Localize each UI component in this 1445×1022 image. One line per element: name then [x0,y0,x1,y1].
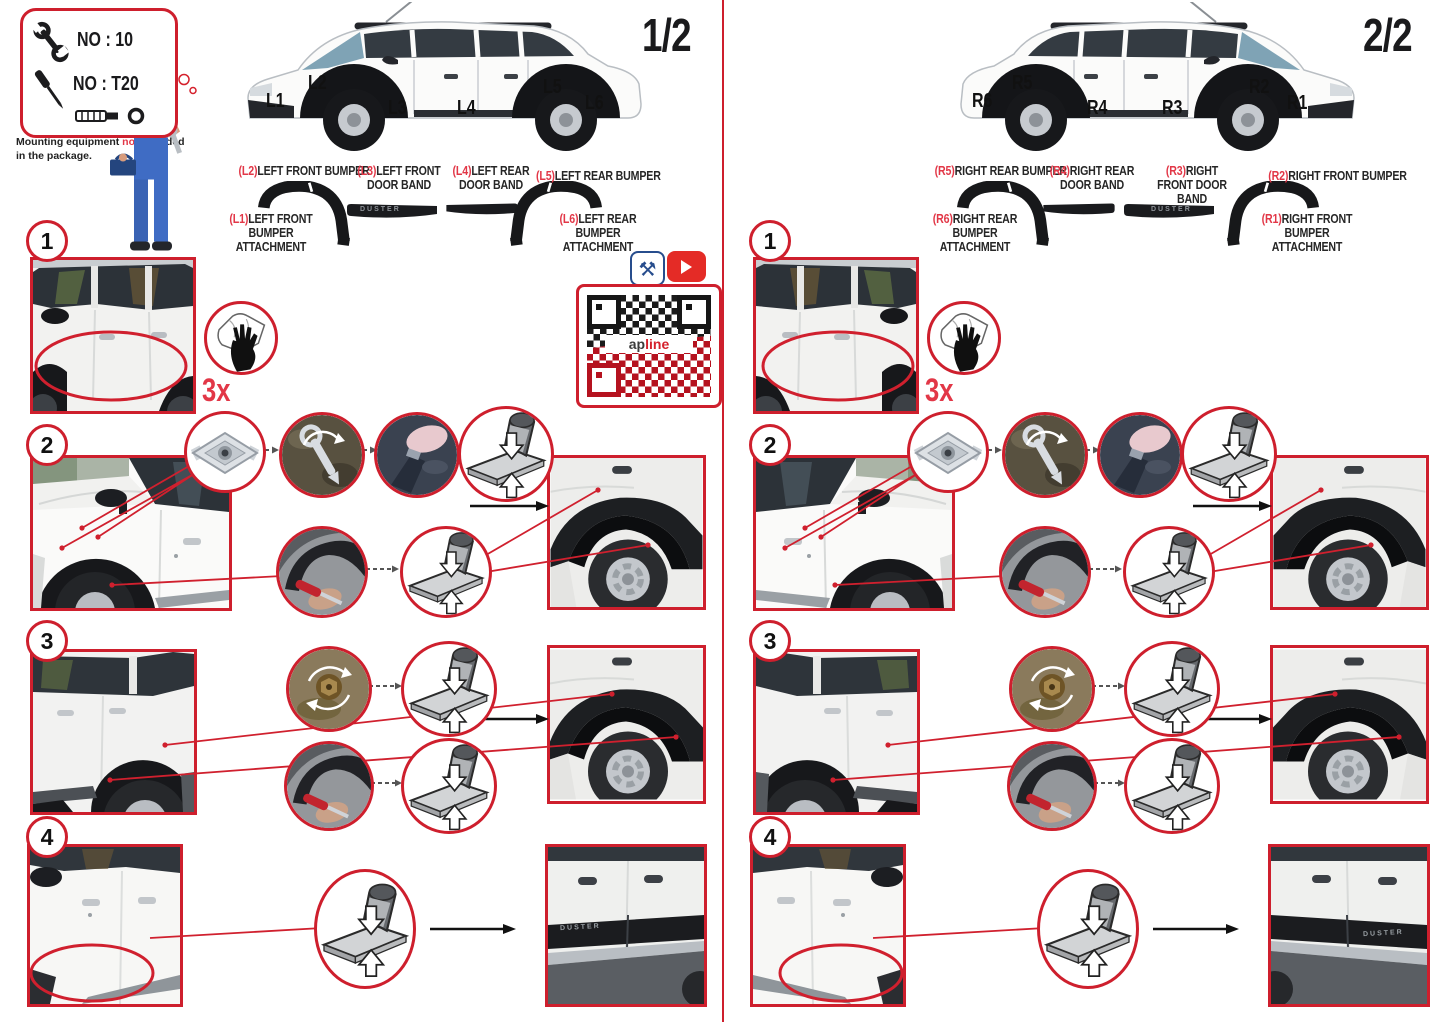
part-label-r6: (R6)RIGHT REAR BUMPER ATTACHMENT [932,212,1018,254]
tool-size-10-label: NO : 10 [77,29,134,51]
step-2-badge: 2 [26,424,68,466]
part-label-r5: (R5)RIGHT REAR BUMPER [934,164,1068,178]
qr-finder [587,295,621,329]
repeat-count-label: 3x [925,372,954,408]
car-zone-label: L5 [543,76,562,98]
part-label-l4: (L4)LEFT REAR DOOR BAND [452,164,530,192]
part-label-l6: (L6)LEFT REAR BUMPER ATTACHMENT [559,212,637,254]
step-3-badge: 3 [26,620,68,662]
band-brand-text: DUSTER [1151,206,1192,213]
tape-peel-inset [314,869,416,989]
torx-bit-icon [73,107,153,125]
step-3-photo [30,649,197,815]
step-1-badge: 1 [26,220,68,262]
wrench-icon [31,19,71,65]
page-divider [722,0,724,1022]
car-zone-label: R5 [1012,72,1033,94]
part-label-l3: (L3)LEFT FRONT DOOR BAND [357,164,441,192]
wrench-turn-inset [279,412,365,498]
step-2-result-photo [547,455,706,610]
page-number: 1/2 [642,9,692,61]
car-zone-label: R3 [1162,97,1183,119]
page-2: R6 R5 R4 R3 R2 R1 2/2 (R5)RIGHT REAR BUM… [723,0,1445,1022]
tape-peel-inset [1124,641,1220,737]
flare-screwdriver-inset [1007,741,1097,831]
step-1-photo [753,257,919,414]
car-zone-label: L4 [457,97,476,119]
required-tools-box: NO : 10 NO : T20 [20,8,178,138]
workshop-icon: ⚒ [630,251,665,286]
car-side-illustration [236,2,648,162]
step-3-photo [753,649,920,815]
step-3-result-photo [1270,645,1429,804]
metal-clip-inset [907,411,989,493]
step-3-result-photo [547,645,706,804]
tape-peel-inset [1123,526,1215,618]
band-brand-text: DUSTER [360,206,401,213]
car-zone-label: R2 [1249,76,1270,98]
tape-peel-inset [400,526,492,618]
car-zone-label: R6 [972,90,993,112]
tape-peel-inset [401,738,497,834]
part-label-r3: (R3)RIGHT FRONT DOOR BAND [1157,164,1227,206]
step-2-badge: 2 [749,424,791,466]
tape-peel-inset [1124,738,1220,834]
clean-surface-icon [927,301,1001,375]
car-zone-label: R4 [1087,97,1108,119]
repeat-count-label: 3x [202,372,231,408]
part-label-l5: (L5)LEFT REAR BUMPER [535,169,661,183]
step-4-badge: 4 [749,816,791,858]
step-4-result-photo [1268,844,1430,1007]
clip-rotate-inset [1009,646,1095,732]
step-2-result-photo [1270,455,1429,610]
flare-screwdriver-inset [999,526,1091,618]
car-zone-label: L3 [388,97,407,119]
tape-peel-inset [458,406,554,502]
tool-size-t20-label: NO : T20 [73,73,139,95]
step-1-badge: 1 [749,220,791,262]
flare-screwdriver-inset [284,741,374,831]
metal-clip-inset [184,411,266,493]
part-label-r1: (R1)RIGHT FRONT BUMPER ATTACHMENT [1261,212,1353,254]
screwdriver-icon [29,65,71,115]
car-zone-label: L1 [266,90,285,112]
step-4-photo [27,844,183,1007]
qr-finder [587,363,621,397]
step-3-badge: 3 [749,620,791,662]
part-label-r2: (R2)RIGHT FRONT BUMPER [1267,169,1407,183]
clean-surface-icon [204,301,278,375]
page-1: NO : 10 NO : T20 Mounting equipment not … [0,0,722,1022]
part-label-l2: (L2)LEFT FRONT BUMPER [238,164,370,178]
rear-door-band-image [444,198,520,220]
page-number: 2/2 [1363,9,1413,61]
car-right-side-figure: R6 R5 R4 R3 R2 R1 [954,2,1366,162]
play-icon [681,259,692,274]
step-4-photo [750,844,906,1007]
tape-peel-inset [1037,869,1139,989]
degrease-inset [1097,412,1183,498]
car-zone-label: L6 [585,92,604,114]
tape-peel-inset [401,641,497,737]
degrease-inset [374,412,460,498]
car-left-side-figure: L1 L2 L3 L4 L5 L6 [236,2,648,162]
car-zone-label: R1 [1287,92,1308,114]
step-4-badge: 4 [26,816,68,858]
clip-rotate-inset [286,646,372,732]
car-zone-label: L2 [308,72,327,94]
step-1-photo [30,257,196,414]
qr-finder [677,295,711,329]
part-label-l1: (L1)LEFT FRONT BUMPER ATTACHMENT [229,212,313,254]
youtube-icon [667,251,706,282]
tape-peel-inset [1181,406,1277,502]
rear-door-band-image [1041,198,1117,220]
flare-screwdriver-inset [276,526,368,618]
part-label-r4: (R4)RIGHT REAR DOOR BAND [1049,164,1135,192]
wrench-turn-inset [1002,412,1088,498]
